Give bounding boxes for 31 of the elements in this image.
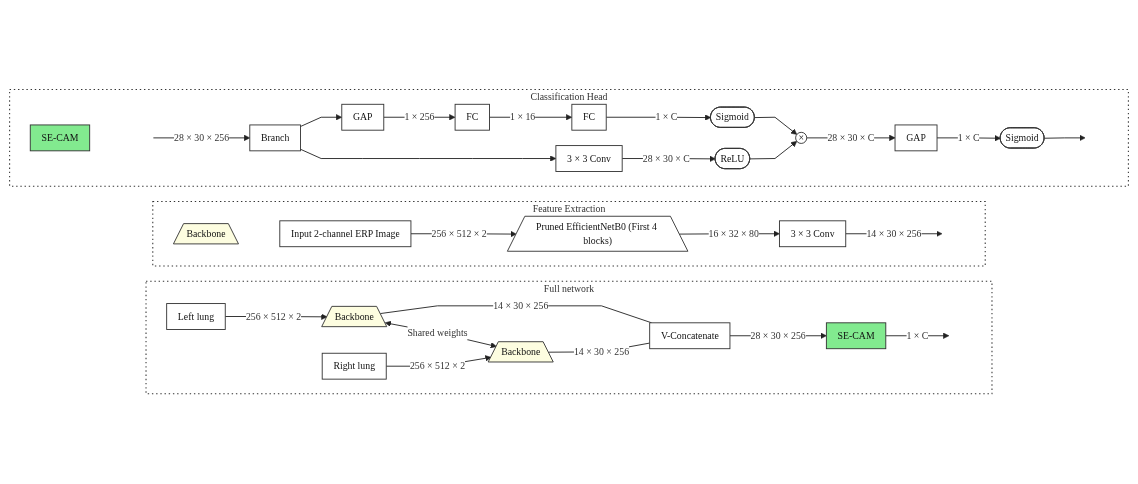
edge-label: 256 × 512 × 2 (431, 228, 487, 240)
node-box: FC (571, 104, 607, 131)
node-box: GAP (341, 104, 385, 131)
node-box: Left lung (166, 303, 226, 331)
edge-label: 1 × C (906, 330, 929, 342)
edge-label: 14 × 30 × 256 (866, 228, 922, 240)
node-box: V-Concatenate (649, 322, 731, 350)
node-box: FC (454, 104, 490, 131)
edge-label: 1 × 16 (510, 112, 536, 123)
edge-label: 1 × C (957, 132, 980, 144)
node-box: GAP (894, 124, 938, 152)
edge-label: 1 × C (655, 112, 678, 123)
edge-label: 14 × 30 × 256 (493, 300, 549, 312)
node-box: Right lung (321, 353, 387, 380)
edge-label: 16 × 32 × 80 (708, 228, 759, 240)
edge-label: 28 × 30 × 256 (750, 330, 806, 342)
edge-label: Shared weights (407, 327, 468, 339)
edge-label: 28 × 30 × 256 (174, 132, 230, 144)
edge-label: 28 × 30 × C (827, 132, 875, 144)
edge-label: 256 × 512 × 2 (245, 311, 302, 323)
node-box: SE-CAM (825, 322, 887, 350)
node-box: 3 × 3 Conv (779, 220, 847, 248)
edge-label: 14 × 30 × 256 (573, 346, 630, 358)
edge-label: 28 × 30 × C (642, 153, 690, 165)
node-box: 3 × 3 Conv (555, 145, 623, 173)
edge-label: 256 × 512 × 2 (409, 361, 466, 372)
node-box: Branch (249, 124, 301, 152)
edge-label: 1 × 256 (404, 112, 435, 123)
node-box: Input 2-channel ERP Image (279, 220, 412, 248)
node-circle: × (795, 132, 808, 145)
node-box: SE-CAM (29, 124, 91, 152)
